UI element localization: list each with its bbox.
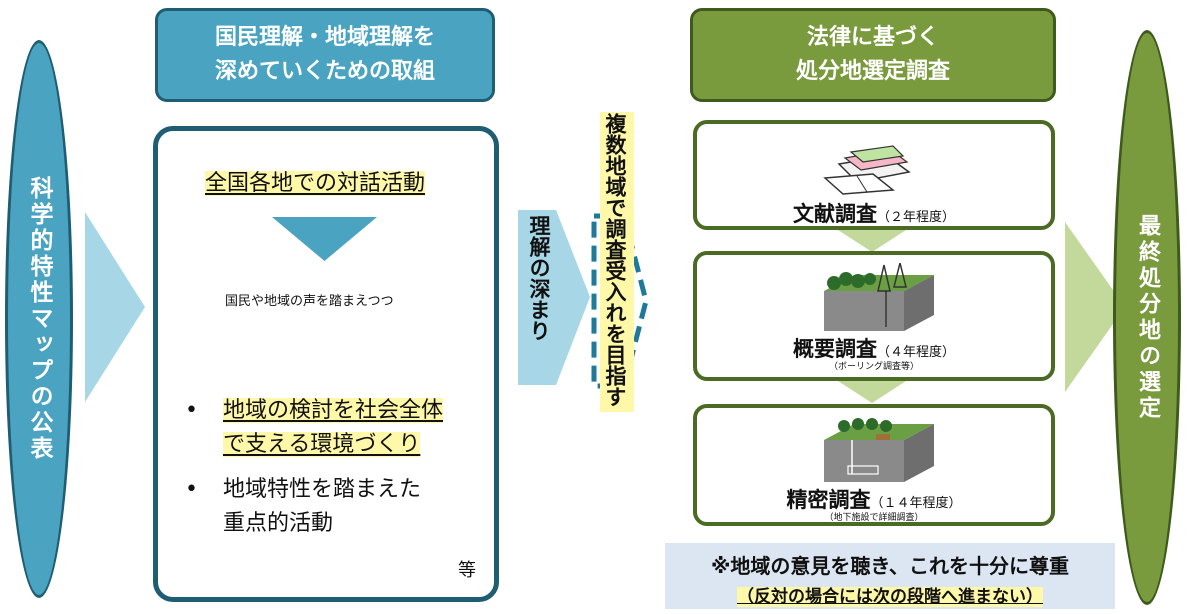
note-main: ※地域の意見を聴き、これを十分に尊重 [710, 554, 1070, 578]
etc-label: 等 [458, 560, 476, 581]
bullet-environment: • 地域の検討を社会全体 で支える環境づくり [185, 394, 444, 462]
multi-region-target-label: 複数地域で調査受入れを目指す [603, 113, 627, 407]
stage-literature-duration: （２年程度） [876, 210, 955, 225]
sub-note: 国民や地域の声を踏まえつつ [225, 294, 394, 309]
stage-arrow-2 [838, 381, 906, 403]
stage-overview-name: 概要調査 [792, 337, 877, 361]
stage-detailed-name: 精密調査 [786, 488, 871, 512]
understanding-efforts-header-line2: 深めていくための取組 [214, 59, 435, 84]
note-sub-text: （反対の場合には次の段階へ進まない） [737, 587, 1043, 607]
final-site-selection-label: 最終処分地の選定 [1135, 213, 1160, 422]
stage-literature-title: 文献調査（２年程度） [697, 198, 1051, 228]
legal-survey-header-line1: 法律に基づく [806, 25, 939, 50]
stage-arrow-1 [838, 230, 906, 252]
stage-overview-title: 概要調査（４年程度） [697, 333, 1051, 363]
understanding-efforts-header-line1: 国民理解・地域理解を [214, 25, 435, 50]
bullet-marker: • [185, 477, 198, 502]
down-triangle-icon [272, 217, 377, 261]
bullet-focused-line1: 地域特性を踏まえた [223, 477, 422, 502]
final-site-selection-pill: 最終処分地の選定 [1113, 30, 1181, 605]
right-light-arrow [1065, 222, 1125, 392]
target-highlight [600, 112, 634, 412]
understanding-efforts-header: 国民理解・地域理解を 深めていくための取組 [155, 8, 495, 102]
understanding-deepens-label: 理解の深まり [527, 215, 551, 341]
efforts-box [153, 126, 499, 602]
stage-overview-note: （ボーリング調査等） [828, 362, 919, 372]
books-icon [823, 145, 911, 195]
map-publication-pill: 科学的特性マップの公表 [5, 40, 73, 598]
stage-detailed-title: 精密調査（１４年程度） [697, 484, 1051, 514]
bullet-marker: • [185, 398, 198, 423]
middle-light-arrow [518, 210, 590, 385]
understanding-deepens: 理解の深まり [527, 215, 551, 345]
stage-overview-survey: 概要調査（４年程度） （ボーリング調査等） [693, 251, 1055, 381]
stage-detailed-duration: （１４年程度） [870, 496, 962, 511]
legal-survey-header: 法律に基づく 処分地選定調査 [690, 8, 1056, 102]
left-light-arrow [85, 212, 145, 402]
multi-region-target: 複数地域で調査受入れを目指す [602, 113, 628, 411]
dialogue-activities: 全国各地での対話活動 [205, 165, 426, 197]
underground-facility-icon [824, 418, 934, 482]
stage-literature-name: 文献調査 [792, 202, 877, 226]
note-sub: （反対の場合には次の段階へ進まない） [665, 582, 1115, 607]
stage-detailed-survey: 精密調査（１４年程度） （地下施設で詳細調査） [693, 404, 1055, 526]
dialogue-activities-label: 全国各地での対話活動 [205, 171, 426, 196]
stage-literature-survey: 文献調査（２年程度） [693, 120, 1055, 230]
legal-survey-header-line2: 処分地選定調査 [795, 59, 950, 84]
bullet-environment-line2: で支える環境づくり [223, 432, 421, 457]
stage-overview-duration: （４年程度） [876, 345, 955, 360]
bullet-focused-line2: 重点的活動 [223, 511, 334, 536]
stage-detailed-note: （地下施設で詳細調査） [824, 513, 924, 523]
bullet-focused-activities: • 地域特性を踏まえた 重点的活動 [185, 473, 421, 541]
forest-tower-icon [824, 263, 934, 331]
bullet-environment-line1: 地域の検討を社会全体 [223, 398, 444, 423]
map-publication-label: 科学的特性マップの公表 [26, 176, 52, 462]
